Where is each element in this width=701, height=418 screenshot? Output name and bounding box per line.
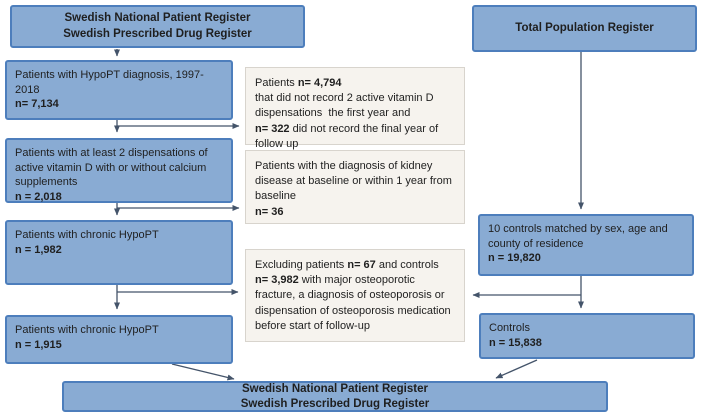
box-patients-chronic-1915: Patients with chronic HypoPT n = 1,915 bbox=[5, 315, 233, 364]
box-patient-drug-register-top: Swedish National Patient Register Swedis… bbox=[10, 5, 305, 48]
note-text: Excluding patients n= 67 and controls n=… bbox=[255, 259, 454, 332]
box-patient-drug-register-bottom: Swedish National Patient Register Swedis… bbox=[62, 381, 608, 412]
note-exclusion-osteoporosis: Excluding patients n= 67 and controls n=… bbox=[245, 249, 465, 342]
box-patients-chronic-1982: Patients with chronic HypoPT n = 1,982 bbox=[5, 220, 233, 285]
box-label: Total Population Register bbox=[515, 21, 654, 34]
box-label: Controls n = 15,838 bbox=[489, 322, 542, 349]
box-patients-dispensations: Patients with at least 2 dispensations o… bbox=[5, 138, 233, 203]
note-exclusion-kidney: Patients with the diagnosis of kidney di… bbox=[245, 150, 465, 224]
note-text: Patients with the diagnosis of kidney di… bbox=[255, 160, 452, 218]
note-exclusion-vitamin-d: Patients n= 4,794 that did not record 2 … bbox=[245, 67, 465, 150]
box-label: Swedish National Patient Register Swedis… bbox=[63, 11, 252, 40]
arrow-chronic-final-to-register bbox=[171, 363, 235, 381]
arrow-controls-to-register bbox=[495, 359, 538, 379]
box-total-population-register: Total Population Register bbox=[472, 5, 697, 52]
box-controls-matched: 10 controls matched by sex, age and coun… bbox=[478, 214, 694, 276]
box-label: Patients with chronic HypoPT n = 1,915 bbox=[15, 324, 159, 351]
box-label: Swedish National Patient Register Swedis… bbox=[240, 383, 430, 410]
box-patients-diagnosis: Patients with HypoPT diagnosis, 1997-201… bbox=[5, 60, 233, 120]
box-label: Patients with chronic HypoPT n = 1,982 bbox=[15, 229, 159, 256]
box-label: Patients with at least 2 dispensations o… bbox=[15, 147, 208, 203]
note-text: Patients n= 4,794 that did not record 2 … bbox=[255, 77, 442, 150]
box-label: Patients with HypoPT diagnosis, 1997-201… bbox=[15, 69, 204, 111]
box-label: 10 controls matched by sex, age and coun… bbox=[488, 223, 668, 265]
box-controls-final: Controls n = 15,838 bbox=[479, 313, 695, 359]
